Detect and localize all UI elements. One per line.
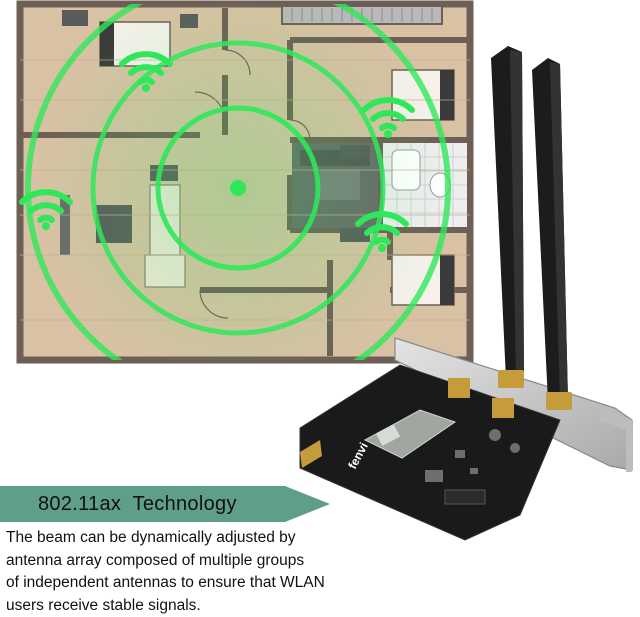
antenna bbox=[491, 46, 524, 388]
antenna bbox=[532, 58, 572, 410]
description-line: The beam can be dynamically adjusted by bbox=[6, 527, 366, 550]
banner-title: 802.11ax Technology bbox=[38, 490, 237, 518]
access-point-icon bbox=[230, 180, 246, 196]
description-line: antenna array composed of multiple group… bbox=[6, 550, 366, 573]
description: The beam can be dynamically adjusted by … bbox=[6, 527, 366, 617]
signal-coverage bbox=[28, 0, 448, 398]
description-line: users receive stable signals. bbox=[6, 595, 366, 617]
description-line: of independent antennas to ensure that W… bbox=[6, 572, 366, 595]
